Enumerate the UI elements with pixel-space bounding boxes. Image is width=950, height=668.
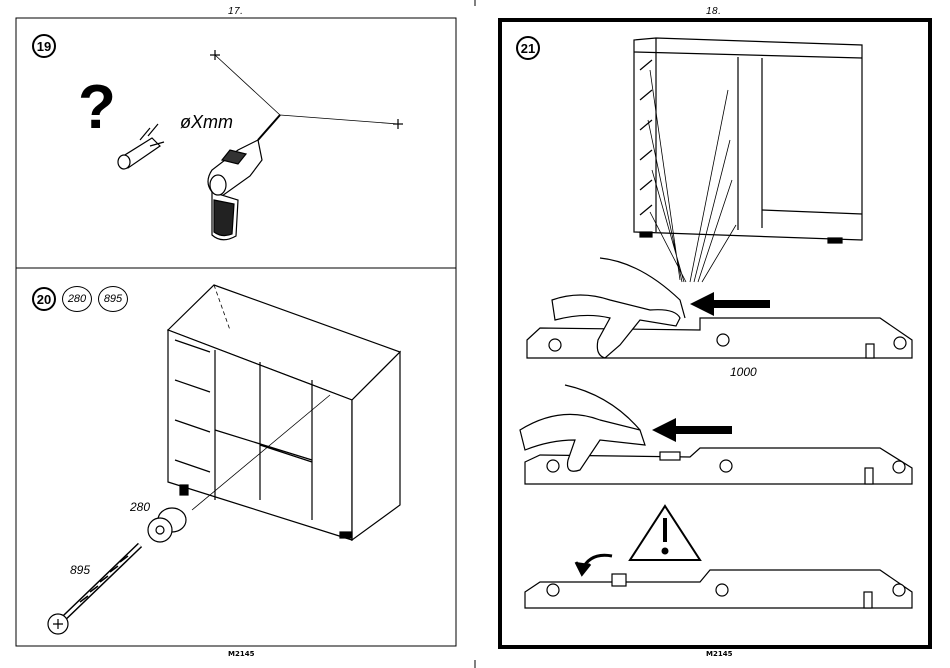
curved-arrow-icon bbox=[576, 555, 612, 574]
dowel-icon bbox=[118, 124, 164, 169]
drill-diameter-label: øXmm bbox=[180, 112, 233, 133]
screw-icon bbox=[48, 545, 140, 634]
drill-icon bbox=[208, 50, 403, 240]
callout-895: 895 bbox=[70, 563, 90, 577]
svg-text:?: ? bbox=[78, 73, 116, 142]
step-badge-21: 21 bbox=[516, 36, 540, 60]
part-label-1000: 1000 bbox=[730, 365, 757, 379]
cabinet-front-illustration bbox=[634, 38, 862, 282]
hand-icon bbox=[520, 258, 685, 471]
cabinet-illustration bbox=[168, 285, 400, 540]
rail-3 bbox=[525, 570, 912, 608]
question-icon: ? bbox=[78, 73, 116, 142]
callout-280: 280 bbox=[130, 500, 150, 514]
part-tag-280: 280 bbox=[62, 286, 92, 312]
step-badge-20: 20 bbox=[32, 287, 56, 311]
step-badge-19: 19 bbox=[32, 34, 56, 58]
rail-1 bbox=[527, 318, 912, 358]
cap-icon bbox=[148, 508, 186, 542]
part-tag-895: 895 bbox=[98, 286, 128, 312]
warning-icon bbox=[630, 506, 700, 560]
